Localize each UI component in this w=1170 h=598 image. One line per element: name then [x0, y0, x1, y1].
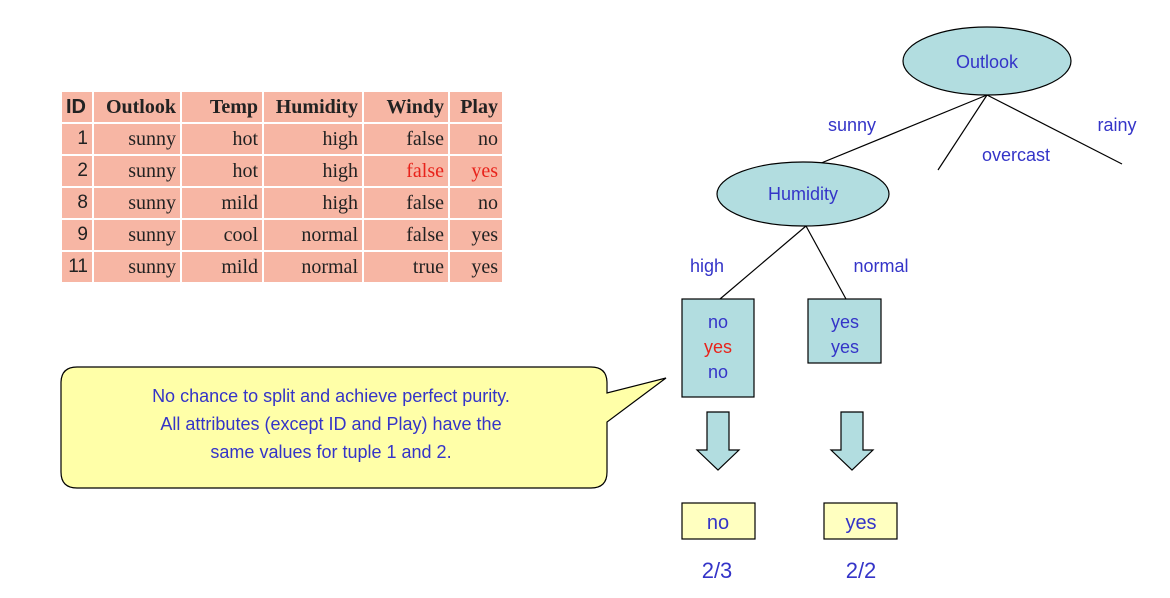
root-node-outlook — [902, 26, 1072, 96]
column-header-outlook: Outlook — [94, 92, 180, 122]
cell-temp: hot — [182, 124, 262, 154]
leaf-high-item-highlighted: yes — [704, 337, 732, 357]
node-humidity-label: Humidity — [768, 184, 838, 204]
leaf-high-item: no — [708, 312, 728, 332]
cell-humidity: normal — [264, 252, 362, 282]
edge-high — [719, 225, 807, 300]
table-row: 11 sunny mild normal true yes — [62, 252, 502, 282]
leaf-normal-item: yes — [831, 337, 859, 357]
edge-normal — [805, 225, 847, 300]
cell-play: no — [450, 124, 502, 154]
table-row: 1 sunny hot high false no — [62, 124, 502, 154]
fraction-normal: 2/2 — [846, 558, 877, 583]
cell-id: 2 — [62, 156, 92, 186]
cell-windy: false — [364, 220, 448, 250]
cell-play: yes — [450, 252, 502, 282]
root-node-label: Outlook — [956, 52, 1019, 72]
cell-outlook: sunny — [94, 220, 180, 250]
cell-outlook: sunny — [94, 124, 180, 154]
cell-windy: false — [364, 188, 448, 218]
cell-humidity: high — [264, 156, 362, 186]
cell-play: yes — [450, 220, 502, 250]
cell-id: 8 — [62, 188, 92, 218]
callout-bubble — [60, 366, 667, 489]
column-header-humidity: Humidity — [264, 92, 362, 122]
column-header-temp: Temp — [182, 92, 262, 122]
edge-rainy — [986, 94, 1123, 165]
table-row: 8 sunny mild high false no — [62, 188, 502, 218]
cell-humidity: normal — [264, 220, 362, 250]
cell-id: 11 — [62, 252, 92, 282]
edge-sunny — [791, 94, 988, 176]
branch-label-high: high — [690, 256, 724, 276]
cell-windy: false — [364, 124, 448, 154]
cell-temp: hot — [182, 156, 262, 186]
result-box-high — [681, 502, 756, 540]
cell-id: 1 — [62, 124, 92, 154]
column-header-play: Play — [450, 92, 502, 122]
result-normal-label: yes — [845, 512, 876, 534]
down-arrow-icon — [829, 411, 875, 471]
callout-line-1: No chance to split and achieve perfect p… — [152, 386, 510, 406]
cell-outlook: sunny — [94, 156, 180, 186]
cell-play: no — [450, 188, 502, 218]
cell-temp: mild — [182, 252, 262, 282]
result-high-label: no — [707, 512, 729, 534]
cell-humidity: high — [264, 124, 362, 154]
leaf-normal-item: yes — [831, 312, 859, 332]
branch-label-sunny: sunny — [828, 115, 876, 135]
cell-outlook: sunny — [94, 252, 180, 282]
table-row: 9 sunny cool normal false yes — [62, 220, 502, 250]
cell-windy-highlighted: false — [364, 156, 448, 186]
table-row: 2 sunny hot high false yes — [62, 156, 502, 186]
column-header-id: ID — [62, 92, 92, 122]
callout-line-3: same values for tuple 1 and 2. — [210, 442, 451, 462]
leaf-high-item: no — [708, 362, 728, 382]
training-data-table: ID Outlook Temp Humidity Windy Play 1 su… — [60, 90, 504, 284]
branch-label-rainy: rainy — [1097, 115, 1136, 135]
edge-overcast — [937, 94, 988, 171]
fraction-high: 2/3 — [702, 558, 733, 583]
cell-temp: cool — [182, 220, 262, 250]
leaf-box-normal — [807, 298, 882, 364]
node-humidity — [716, 161, 890, 227]
column-header-windy: Windy — [364, 92, 448, 122]
cell-outlook: sunny — [94, 188, 180, 218]
branch-label-normal: normal — [853, 256, 908, 276]
cell-play-highlighted: yes — [450, 156, 502, 186]
branch-label-overcast: overcast — [982, 145, 1050, 165]
callout-line-2: All attributes (except ID and Play) have… — [160, 414, 501, 434]
table-header-row: ID Outlook Temp Humidity Windy Play — [62, 92, 502, 122]
cell-windy: true — [364, 252, 448, 282]
leaf-box-high — [681, 298, 755, 398]
cell-humidity: high — [264, 188, 362, 218]
down-arrow-icon — [695, 411, 741, 471]
result-box-normal — [823, 502, 898, 540]
cell-id: 9 — [62, 220, 92, 250]
cell-temp: mild — [182, 188, 262, 218]
